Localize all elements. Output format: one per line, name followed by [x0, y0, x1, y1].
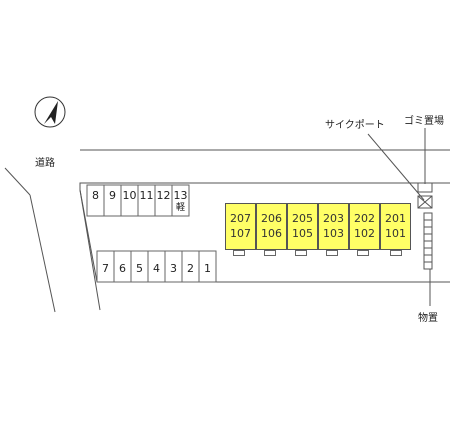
unit-upper-number: 207: [230, 212, 251, 225]
unit-upper-number: 203: [323, 212, 344, 225]
unit-lower-number: 102: [354, 227, 375, 240]
parking-9: 9: [109, 189, 116, 202]
parking-7: 7: [102, 262, 109, 275]
entrance-step: [390, 250, 402, 256]
parking-4: 4: [153, 262, 160, 275]
parking-3: 3: [170, 262, 177, 275]
garbage-area: [417, 182, 433, 193]
cycle-port-area: [417, 195, 433, 209]
cycle-port-label: サイクポート: [325, 120, 385, 131]
parking-13: 13: [173, 189, 188, 202]
building-unit-202-102: 202 102: [349, 203, 380, 250]
building-unit-203-103: 203 103: [318, 203, 349, 250]
parking-row-bottom: [96, 250, 217, 283]
parking-8: 8: [92, 189, 99, 202]
road-curve-left: [4, 167, 31, 196]
kei-label: 軽: [175, 203, 185, 213]
road-curve-left-2: [29, 194, 56, 313]
parking-1: 1: [204, 262, 211, 275]
unit-lower-number: 106: [261, 227, 282, 240]
parking-5: 5: [136, 262, 143, 275]
building-unit-206-106: 206 106: [256, 203, 287, 250]
entrance-step: [233, 250, 245, 256]
parking-row-top: [86, 184, 190, 217]
storage-label: 物置: [418, 313, 438, 324]
unit-lower-number: 103: [323, 227, 344, 240]
unit-upper-number: 206: [261, 212, 282, 225]
north-arrow-icon: [34, 96, 66, 128]
parking-11: 11: [139, 189, 154, 202]
unit-lower-number: 107: [230, 227, 251, 240]
entrance-step: [264, 250, 276, 256]
building-unit-201-101: 201 101: [380, 203, 411, 250]
entrance-step: [326, 250, 338, 256]
building-unit-205-105: 205 105: [287, 203, 318, 250]
parking-10: 10: [122, 189, 137, 202]
road-label: 道路: [35, 158, 55, 169]
entrance-step: [357, 250, 369, 256]
unit-lower-number: 101: [385, 227, 406, 240]
unit-upper-number: 205: [292, 212, 313, 225]
entrance-step: [295, 250, 307, 256]
parking-2: 2: [187, 262, 194, 275]
cycle-port-leader: [367, 133, 425, 201]
unit-upper-number: 201: [385, 212, 406, 225]
building-unit-207-107: 207 107: [225, 203, 256, 250]
storage-units: [423, 212, 433, 270]
parking-6: 6: [119, 262, 126, 275]
unit-upper-number: 202: [354, 212, 375, 225]
parking-12: 12: [156, 189, 171, 202]
unit-lower-number: 105: [292, 227, 313, 240]
garbage-label: ゴミ置場: [404, 116, 444, 127]
site-boundary-top: [79, 182, 450, 190]
